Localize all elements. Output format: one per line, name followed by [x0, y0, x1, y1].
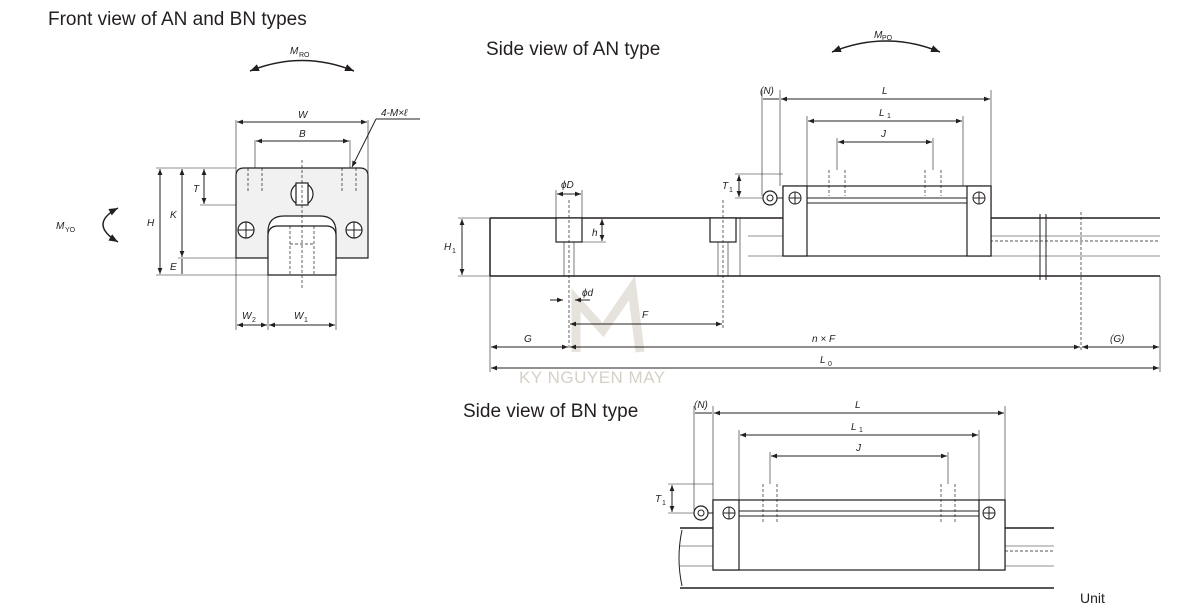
- label-h-small: h: [592, 228, 598, 239]
- label-t1-sub-an: 1: [729, 187, 733, 194]
- label-l1-sub-bn: 1: [859, 427, 863, 434]
- label-t1-bn: T: [655, 494, 662, 505]
- label-f: F: [642, 310, 649, 321]
- label-h: H: [147, 218, 155, 229]
- moment-arc-ro: [249, 59, 355, 72]
- label-mounting: 4-M×ℓ: [381, 108, 408, 119]
- label-e: E: [170, 262, 177, 273]
- front-view-title: Front view of AN and BN types: [48, 9, 307, 30]
- grease-nipple-bn: [693, 505, 709, 521]
- carriage-block-an: [782, 185, 992, 257]
- label-m-yo: M: [56, 221, 65, 232]
- label-n-an: (N): [760, 86, 774, 97]
- label-h1-sub: 1: [452, 248, 456, 255]
- watermark-text: KY NGUYEN MAY: [519, 368, 666, 387]
- carriage-block-bn: [712, 499, 1006, 571]
- label-m-ro-sub: RO: [299, 52, 310, 59]
- label-h1: H: [444, 242, 452, 253]
- label-n-bn: (N): [694, 400, 708, 411]
- label-w1-sub: 1: [304, 317, 308, 324]
- moment-arc-po: [831, 40, 941, 53]
- label-w: W: [298, 110, 309, 121]
- watermark-logo: [571, 275, 645, 353]
- label-n-x-f: n × F: [812, 334, 836, 345]
- label-g: G: [524, 334, 532, 345]
- end-seal-left-bn: [712, 499, 740, 571]
- side-view-an: M PO ϕD: [444, 30, 1161, 372]
- leader-mounting: [351, 118, 377, 168]
- label-l1-bn: L: [851, 422, 857, 433]
- front-view: M RO W B 4-M×ℓ: [56, 46, 420, 330]
- label-j-bn: J: [855, 443, 862, 454]
- label-l-bn: L: [855, 400, 861, 411]
- side-view-bn-title: Side view of BN type: [463, 401, 639, 422]
- label-t: T: [193, 184, 200, 195]
- moment-arc-yo: [102, 207, 119, 243]
- label-phi-d-small: ϕd: [582, 288, 594, 299]
- label-b: B: [299, 129, 306, 140]
- grease-nipple-an: [762, 190, 778, 206]
- label-w2-sub: 2: [252, 317, 256, 324]
- label-t1-sub-bn: 1: [662, 500, 666, 507]
- label-l0-sub: 0: [828, 361, 832, 368]
- label-g-paren: (G): [1110, 334, 1124, 345]
- label-m-po: M: [874, 30, 883, 41]
- label-t1-an: T: [722, 181, 729, 192]
- label-w2: W: [242, 311, 253, 322]
- end-seal-right-bn: [978, 499, 1006, 571]
- label-j-an: J: [880, 129, 887, 140]
- label-l-an: L: [882, 86, 888, 97]
- label-k: K: [170, 210, 178, 221]
- side-view-an-title: Side view of AN type: [486, 39, 661, 60]
- label-l0: L: [820, 355, 826, 366]
- label-phi-d-big: ϕD: [561, 180, 574, 191]
- label-l1-an: L: [879, 108, 885, 119]
- label-l1-sub-an: 1: [887, 113, 891, 120]
- label-m-yo-sub: YO: [65, 227, 76, 234]
- label-m-ro: M: [290, 46, 299, 57]
- side-view-bn: (N) L L 1 J T 1: [655, 400, 1054, 589]
- label-m-po-sub: PO: [882, 35, 893, 42]
- label-w1: W: [294, 311, 305, 322]
